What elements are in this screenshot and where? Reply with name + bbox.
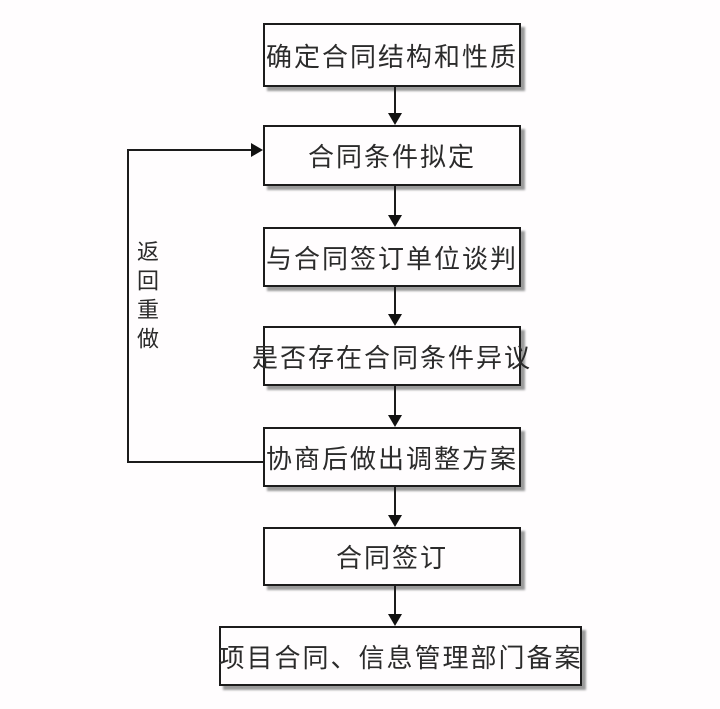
node-negotiate-with-signing-party: 与合同签订单位谈判 [263,227,521,287]
node-contract-signing: 合同签订 [263,527,521,586]
node-adjustment-plan: 协商后做出调整方案 [263,427,521,487]
arrow-down-icon-2-3 [388,215,402,227]
node-filing-with-departments: 项目合同、信息管理部门备案 [219,626,582,686]
arrow-down-icon-1-2 [388,113,402,125]
arrow-down-icon-6-7 [388,614,402,626]
feedback-loop-top-line [127,149,253,151]
connector-line-6-7 [394,586,396,616]
node-check-term-objections: 是否存在合同条件异议 [252,326,530,386]
node-draft-contract-terms: 合同条件拟定 [263,125,521,186]
arrow-down-icon-4-5 [388,415,402,427]
feedback-loop-vertical-line [127,149,129,463]
arrow-down-icon-3-4 [388,314,402,326]
feedback-loop-bottom-line [127,461,265,463]
connector-line-4-5 [394,386,396,417]
node-determine-contract-structure: 确定合同结构和性质 [263,23,521,87]
connector-line-2-3 [394,186,396,217]
connector-line-5-6 [394,487,396,517]
arrow-down-icon-5-6 [388,515,402,527]
feedback-loop-label: 返回重做 [133,240,158,356]
connector-line-3-4 [394,287,396,316]
arrow-right-icon-loop [251,143,263,157]
connector-line-1-2 [394,87,396,115]
